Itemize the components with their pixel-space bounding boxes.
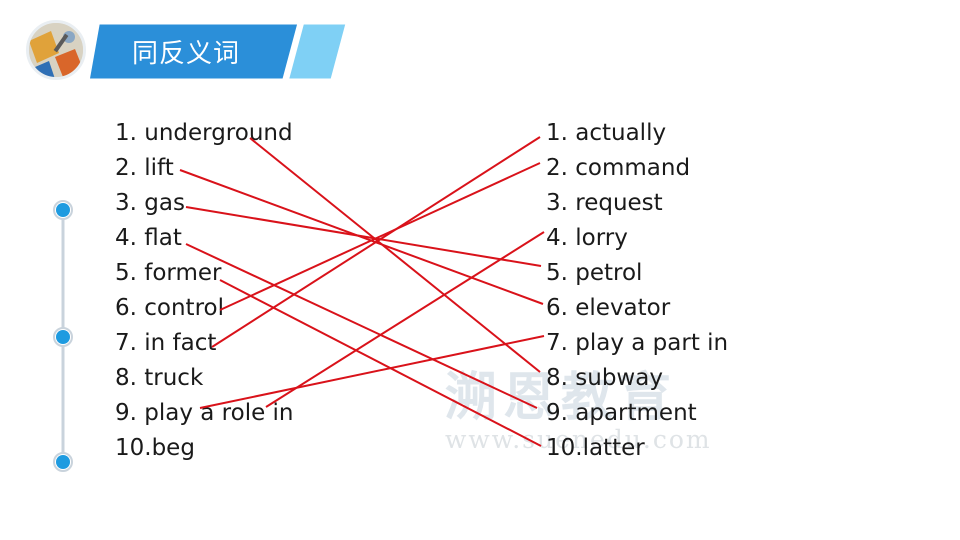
match-line [200, 336, 544, 408]
match-line [266, 232, 544, 407]
match-line [186, 207, 541, 266]
match-line [212, 137, 540, 347]
match-line [250, 138, 540, 372]
match-line [220, 280, 541, 446]
match-line [220, 163, 540, 310]
